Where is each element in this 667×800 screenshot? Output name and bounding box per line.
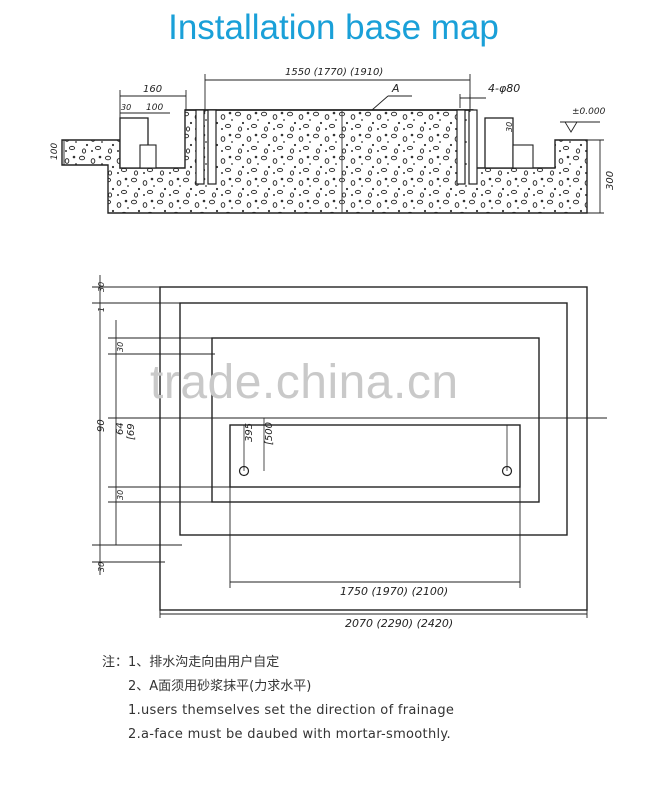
left-bolt-holes [195,109,217,185]
notes-block: 注：1、排水沟走向由用户自定 2、A面须用砂浆抹平(力求水平) 1.users … [102,651,454,747]
page-title: Installation base map [168,8,499,47]
plan-view [108,286,607,611]
plan-bottom-dim-1: 1750 (1970) (2100) [340,585,448,598]
left-30-dim: 30 [121,103,131,112]
svg-text:30: 30 [116,342,125,352]
plan-rect-3 [211,337,540,503]
plan-left-dimensions [92,275,232,575]
svg-text:90: 90 [96,419,107,432]
note-line-3: 1.users themselves set the direction of … [128,703,455,718]
right-height-dim: 300 [605,171,616,190]
svg-text:30: 30 [97,562,106,572]
svg-text:64: 64 [115,422,126,435]
left-100-dim: 100 [146,103,163,113]
face-a-label: A [391,82,400,95]
plan-outer-rect [159,286,588,611]
section-view: 1550 (1770) (1910) A 4-φ80 160 30 100 10… [50,67,616,214]
right-bolt-holes [456,109,478,185]
plan-rect-2 [179,302,568,536]
right-30-dim: 30 [505,122,514,132]
plan-bottom-dim-2: 2070 (2290) (2420) [345,617,453,630]
note-line-2: 2、A面须用砂浆抹平(力求水平) [128,679,312,694]
note-line-4: 2.a-face must be daubed with mortar-smoo… [128,727,451,742]
svg-text:1: 1 [97,307,106,312]
svg-text:30: 30 [116,490,125,500]
svg-text:[69: [69 [126,423,137,440]
svg-text:395: 395 [244,423,255,442]
svg-text:[500: [500 [264,422,275,445]
plan-inner-dimensions: 395 [500 [244,422,275,445]
watermark-text: trade.china.cn [150,356,459,409]
left-160-dim: 160 [143,84,162,95]
note-line-1: 注：1、排水沟走向由用户自定 [102,655,280,670]
left-height-dim: 100 [50,143,60,160]
bolt-spec-label: 4-φ80 [488,82,520,95]
plan-bottom-dimensions [159,487,588,618]
svg-text:30: 30 [97,282,106,292]
section-top-dimension: 1550 (1770) (1910) [285,67,383,78]
right-trench [484,117,514,169]
level-mark: ±0.000 [572,107,606,117]
plan-left-labels: 30 1 30 90 64 [69 30 30 [96,282,137,572]
plan-inner-rect [229,424,521,488]
